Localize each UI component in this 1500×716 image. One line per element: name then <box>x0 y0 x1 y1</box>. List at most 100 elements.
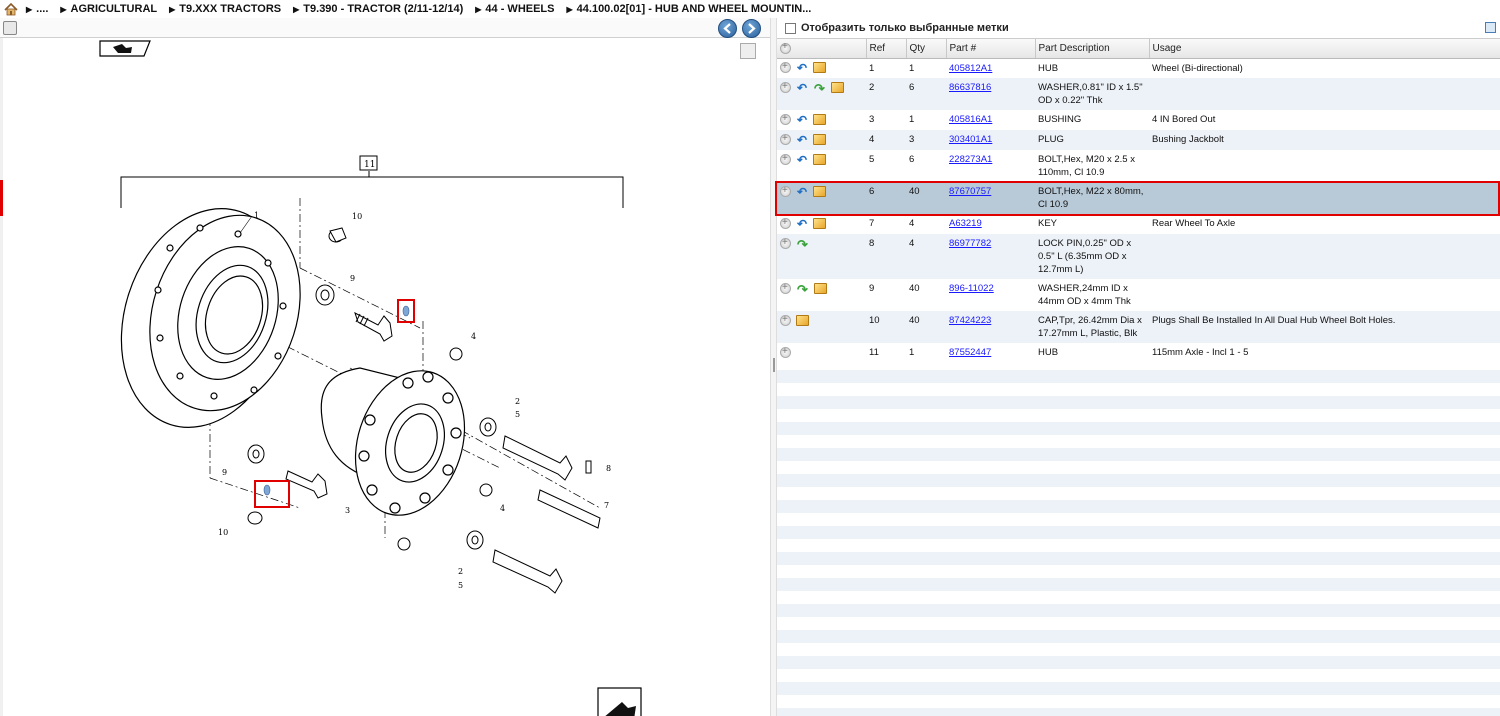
undo-arrow-icon[interactable]: ↶ <box>796 152 808 167</box>
expand-row-icon[interactable] <box>780 112 791 125</box>
part-number-link[interactable]: 303401A1 <box>949 134 993 145</box>
part-number-link[interactable]: 405816A1 <box>949 114 993 125</box>
show-selected-only-label[interactable]: Отобразить только выбранные метки <box>801 22 1009 34</box>
breadcrumb-item[interactable]: ▶AGRICULTURAL <box>60 3 158 15</box>
part-number-link[interactable]: 86977782 <box>949 238 992 249</box>
expand-row-icon[interactable] <box>780 132 791 145</box>
callout-label[interactable]: 2 <box>458 567 463 576</box>
package-icon[interactable] <box>813 217 826 229</box>
undo-arrow-icon[interactable]: ↶ <box>796 132 808 147</box>
callout-label[interactable]: 10 <box>352 212 362 221</box>
home-icon[interactable] <box>4 2 18 16</box>
description-cell: HUB <box>1035 58 1149 78</box>
view-direction-button[interactable] <box>597 687 642 716</box>
undo-arrow-icon[interactable]: ↶ <box>796 80 808 95</box>
expand-row-icon[interactable] <box>780 152 791 165</box>
part-number-link[interactable]: 896-11022 <box>949 283 994 294</box>
package-icon[interactable] <box>796 314 809 326</box>
callout-label[interactable]: 4 <box>471 332 476 341</box>
ref-cell: 11 <box>866 343 906 363</box>
part-number-cell: 896-11022 <box>946 279 1035 311</box>
expand-panel-button[interactable] <box>3 21 17 35</box>
part-number-link[interactable]: 87424223 <box>949 315 992 326</box>
breadcrumb-item[interactable]: ▶44 - WHEELS <box>475 3 555 15</box>
expand-row-icon[interactable] <box>780 281 791 294</box>
list-view-icon[interactable] <box>1485 22 1496 33</box>
package-icon[interactable] <box>813 62 826 74</box>
usage-cell <box>1149 234 1500 279</box>
expand-row-icon[interactable] <box>780 184 791 197</box>
callout-label[interactable]: 9 <box>350 274 355 283</box>
previous-page-button[interactable] <box>718 19 737 38</box>
ref-cell: 8 <box>866 234 906 279</box>
callout-label[interactable]: 9 <box>222 468 227 477</box>
expand-row-icon[interactable] <box>780 60 791 74</box>
next-page-button[interactable] <box>742 19 761 38</box>
breadcrumb-item[interactable]: ▶T9.390 - TRACTOR (2/11-12/14) <box>293 3 464 15</box>
expand-row-icon[interactable] <box>780 80 791 93</box>
undo-arrow-icon[interactable]: ↶ <box>796 61 808 76</box>
part-number-link[interactable]: A63219 <box>949 218 982 229</box>
callout-label[interactable]: 2 <box>515 397 520 406</box>
callout-label[interactable]: 5 <box>515 410 520 419</box>
breadcrumb-item[interactable]: ▶T9.XXX TRACTORS <box>169 3 282 15</box>
callout-label[interactable]: 3 <box>345 506 350 515</box>
show-selected-only-checkbox[interactable] <box>785 22 796 34</box>
package-icon[interactable] <box>813 185 826 197</box>
callout-label[interactable]: 4 <box>500 504 505 513</box>
column-header-ref[interactable]: Ref <box>866 39 907 59</box>
expand-all-icon[interactable] <box>780 41 791 54</box>
callout-label[interactable]: 5 <box>458 581 463 590</box>
part-number-link[interactable]: 87552447 <box>949 347 992 358</box>
redo-arrow-icon[interactable]: ↷ <box>797 281 808 297</box>
part-number-link[interactable]: 228273A1 <box>949 154 993 165</box>
pane-splitter[interactable] <box>770 18 777 716</box>
expand-row-icon[interactable] <box>780 236 791 249</box>
callout-label[interactable]: 1 <box>254 211 259 220</box>
redo-arrow-icon[interactable]: ↷ <box>814 80 825 96</box>
package-icon[interactable] <box>813 113 826 125</box>
splitter-grip[interactable] <box>773 358 775 372</box>
package-icon[interactable] <box>831 81 844 93</box>
undo-arrow-icon[interactable]: ↶ <box>796 184 808 199</box>
expand-row-icon[interactable] <box>780 313 791 326</box>
redo-arrow-icon[interactable]: ↷ <box>797 236 808 252</box>
expand-row-icon[interactable] <box>780 345 791 358</box>
callout-label[interactable]: 10 <box>218 528 228 537</box>
package-icon[interactable] <box>813 153 826 165</box>
callout-label[interactable]: 11 <box>364 160 375 170</box>
column-header-qty[interactable]: Qty <box>906 39 947 59</box>
package-icon[interactable] <box>813 133 826 145</box>
part-number-link[interactable]: 405812A1 <box>949 62 993 74</box>
expand-row-icon[interactable] <box>780 216 791 229</box>
part-number-link[interactable]: 87670757 <box>949 186 992 197</box>
undo-arrow-icon[interactable]: ↶ <box>796 216 808 231</box>
breadcrumb-item[interactable]: ▶.... <box>26 3 49 15</box>
column-header-part[interactable]: Part # <box>946 39 1036 59</box>
selected-part-hotspot[interactable] <box>397 299 415 323</box>
part-number-cell: 86637816 <box>946 78 1035 110</box>
package-icon[interactable] <box>814 282 827 294</box>
undo-arrow-icon[interactable]: ↶ <box>796 112 808 127</box>
expand-all-header[interactable] <box>777 39 867 59</box>
selected-part-hotspot[interactable] <box>254 480 290 508</box>
part-number-cell: A63219 <box>946 214 1035 234</box>
breadcrumb-item-current[interactable]: ▶44.100.02[01] - HUB AND WHEEL MOUNTIN..… <box>566 3 812 15</box>
callout-label[interactable]: 8 <box>606 464 611 473</box>
callout-label[interactable]: 7 <box>604 501 609 510</box>
part-number-link[interactable]: 86637816 <box>949 82 992 93</box>
column-header-description[interactable]: Part Description <box>1035 39 1150 59</box>
thumbnail-toggle[interactable] <box>740 43 756 59</box>
column-header-usage[interactable]: Usage <box>1149 39 1500 59</box>
